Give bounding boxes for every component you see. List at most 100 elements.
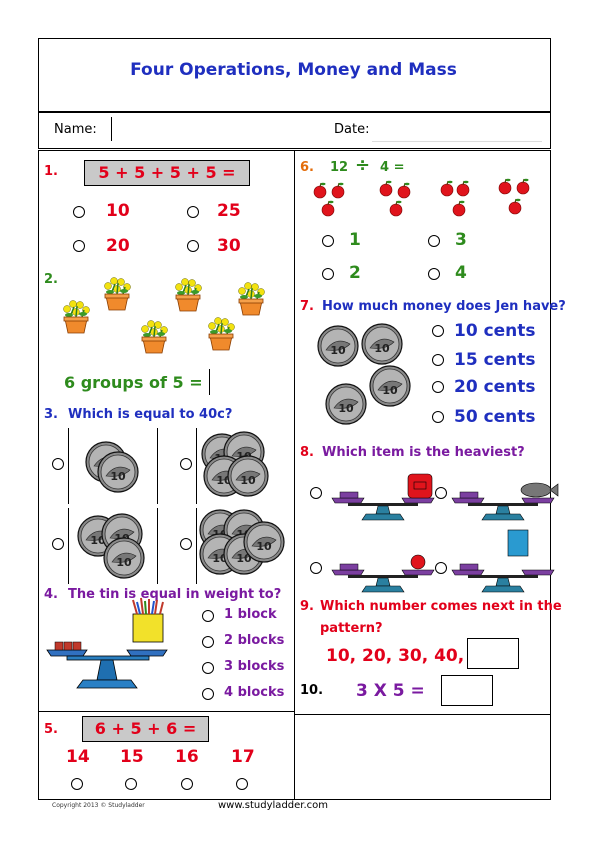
q4-radio-a[interactable] bbox=[202, 610, 214, 622]
apple-group-4 bbox=[498, 178, 530, 215]
q3-coins-c bbox=[77, 513, 145, 579]
q5-option-c: 16 bbox=[175, 747, 199, 767]
flower-pot-3 bbox=[140, 319, 169, 354]
q5-radio-a[interactable] bbox=[71, 778, 83, 790]
q6-option-c: 2 bbox=[349, 263, 361, 283]
q5-option-b: 15 bbox=[120, 747, 144, 767]
date-label: Date: bbox=[334, 122, 370, 137]
footer-url[interactable]: www.studyladder.com bbox=[218, 800, 329, 811]
q3-box-b bbox=[196, 428, 283, 504]
q1-radio-c[interactable] bbox=[73, 240, 85, 252]
balance-scale-tin-illustration bbox=[46, 597, 168, 689]
q6-radio-d[interactable] bbox=[428, 268, 440, 280]
flower-pot-5 bbox=[207, 316, 236, 351]
left-bottom-divider bbox=[38, 711, 294, 712]
q10-answer-box[interactable] bbox=[441, 675, 493, 706]
q3-radio-b[interactable] bbox=[180, 458, 192, 470]
q2-answer-field[interactable] bbox=[209, 369, 250, 395]
apple-group-2 bbox=[379, 180, 411, 217]
q3-radio-d[interactable] bbox=[180, 538, 192, 550]
q4-radio-c[interactable] bbox=[202, 662, 214, 674]
q4-radio-d[interactable] bbox=[202, 688, 214, 700]
q7-option-c: 20 cents bbox=[454, 377, 536, 397]
q6-option-a: 1 bbox=[349, 230, 361, 250]
q9-answer-box[interactable] bbox=[467, 638, 519, 669]
q8-scale-b bbox=[451, 482, 559, 521]
q5-option-d: 17 bbox=[231, 747, 255, 767]
right-bottom-divider bbox=[294, 714, 550, 715]
q6-radio-b[interactable] bbox=[428, 235, 440, 247]
q10-expression: 3 X 5 = bbox=[356, 681, 425, 701]
q2-text: 6 groups of 5 = bbox=[64, 373, 203, 392]
flower-pot-1 bbox=[62, 299, 91, 334]
q3-radio-a[interactable] bbox=[52, 458, 64, 470]
q1-option-b: 25 bbox=[217, 201, 241, 221]
q9-number: 9. bbox=[300, 599, 314, 614]
flower-pot-4 bbox=[174, 277, 203, 312]
q3-box-d bbox=[196, 508, 283, 584]
q4-text: The tin is equal in weight to? bbox=[68, 587, 282, 602]
q7-option-a: 10 cents bbox=[454, 321, 536, 341]
q6-option-b: 3 bbox=[455, 230, 467, 250]
q7-text: How much money does Jen have? bbox=[322, 299, 566, 314]
column-divider bbox=[294, 150, 295, 799]
q4-number: 4. bbox=[44, 587, 58, 602]
q1-option-c: 20 bbox=[106, 236, 130, 256]
q4-option-c: 3 blocks bbox=[224, 659, 285, 674]
name-label: Name: bbox=[54, 122, 97, 137]
q7-number: 7. bbox=[300, 299, 314, 314]
name-date-frame bbox=[38, 111, 551, 149]
q9-sequence: 10, 20, 30, 40, bbox=[326, 646, 465, 666]
q7-radio-a[interactable] bbox=[432, 325, 444, 337]
q5-radio-c[interactable] bbox=[181, 778, 193, 790]
q9-text-line1: Which number comes next in the bbox=[320, 599, 562, 614]
q8-number: 8. bbox=[300, 445, 314, 460]
q5-expression: 6 + 5 + 6 = bbox=[82, 716, 209, 742]
q8-scale-c bbox=[331, 554, 435, 593]
q6-radio-a[interactable] bbox=[322, 235, 334, 247]
q7-radio-b[interactable] bbox=[432, 354, 444, 366]
q5-number: 5. bbox=[44, 722, 58, 737]
q1-radio-b[interactable] bbox=[187, 206, 199, 218]
q3-radio-c[interactable] bbox=[52, 538, 64, 550]
q6-radio-c[interactable] bbox=[322, 268, 334, 280]
q7-radio-c[interactable] bbox=[432, 381, 444, 393]
q6-divisor: 4 = bbox=[380, 160, 405, 175]
footer-copyright: Copyright 2013 © Studyladder bbox=[52, 802, 145, 809]
flower-pot-2 bbox=[103, 276, 132, 311]
q4-radio-b[interactable] bbox=[202, 636, 214, 648]
header-frame bbox=[38, 38, 551, 113]
q8-radio-b[interactable] bbox=[435, 487, 447, 499]
q1-radio-a[interactable] bbox=[73, 206, 85, 218]
q7-radio-d[interactable] bbox=[432, 411, 444, 423]
q3-coins-a bbox=[85, 441, 139, 493]
q5-radio-b[interactable] bbox=[125, 778, 137, 790]
q4-option-d: 4 blocks bbox=[224, 685, 285, 700]
q3-coins-b bbox=[201, 431, 269, 497]
q1-radio-d[interactable] bbox=[187, 240, 199, 252]
q5-option-a: 14 bbox=[66, 747, 90, 767]
q3-box-c bbox=[68, 508, 158, 584]
q8-scale-a bbox=[331, 473, 435, 521]
q4-option-a: 1 block bbox=[224, 607, 277, 622]
q6-option-d: 4 bbox=[455, 263, 467, 283]
name-field[interactable] bbox=[111, 117, 317, 141]
q8-scale-d bbox=[451, 529, 555, 593]
q1-expression: 5 + 5 + 5 + 5 = bbox=[84, 160, 250, 186]
q5-radio-d[interactable] bbox=[236, 778, 248, 790]
q8-radio-d[interactable] bbox=[435, 562, 447, 574]
flower-pot-6 bbox=[237, 281, 266, 316]
q8-radio-c[interactable] bbox=[310, 562, 322, 574]
q4-option-b: 2 blocks bbox=[224, 633, 285, 648]
q8-radio-a[interactable] bbox=[310, 487, 322, 499]
q6-number: 6. bbox=[300, 160, 314, 175]
date-field[interactable] bbox=[372, 117, 542, 142]
q7-option-d: 50 cents bbox=[454, 407, 536, 427]
q7-option-b: 15 cents bbox=[454, 350, 536, 370]
q3-text: Which is equal to 40c? bbox=[68, 407, 233, 422]
q3-number: 3. bbox=[44, 407, 58, 422]
page-title: Four Operations, Money and Mass bbox=[130, 60, 457, 80]
q10-number: 10. bbox=[300, 683, 324, 698]
q3-box-a bbox=[68, 428, 158, 504]
q1-option-a: 10 bbox=[106, 201, 130, 221]
